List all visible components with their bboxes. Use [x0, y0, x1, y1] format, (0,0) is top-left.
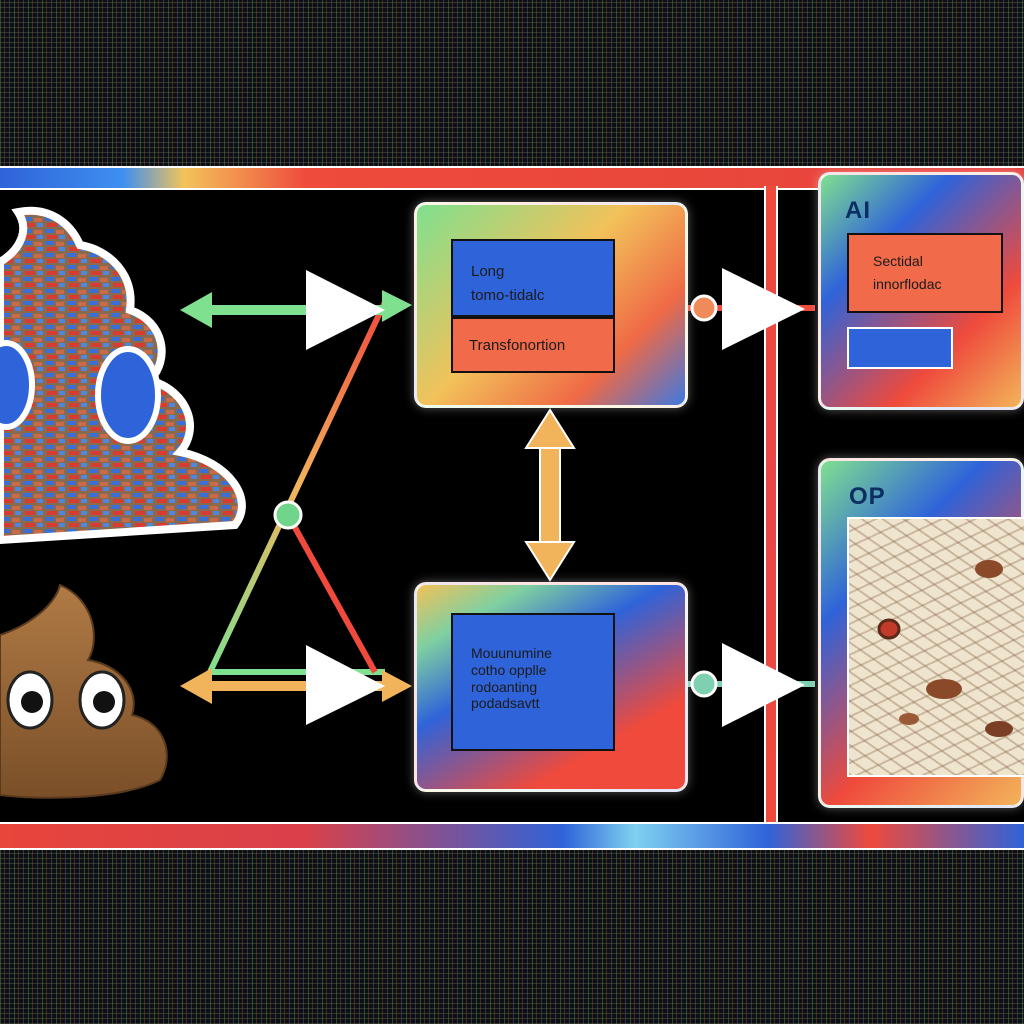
ai-panel-heading: AI — [845, 197, 871, 224]
bottom-process-box: Mouunumine cotho opplle rodoanting podad… — [414, 582, 688, 792]
top-box-line-1: Long — [471, 263, 505, 280]
frame-divider — [764, 186, 778, 822]
top-transformation-box: Long tomo-tidalc Transfonortion — [414, 202, 688, 408]
bottom-box-line-3: rodoanting — [471, 678, 538, 695]
top-glitch-band — [0, 0, 1024, 168]
top-box-lower-label: Transfonortion — [451, 317, 615, 373]
bottom-box-line-4: podadsavtt — [471, 695, 540, 712]
bottom-double-arrow — [180, 645, 412, 725]
ai-panel-label: Sectidal innorflodac — [847, 233, 1003, 313]
vertical-double-arrow — [524, 408, 576, 582]
poop-emoji-icon — [0, 583, 168, 799]
arrow-to-op-panel — [688, 643, 815, 727]
arrow-to-ai-panel — [688, 268, 815, 350]
top-box-upper-label: Long tomo-tidalc — [451, 239, 615, 317]
cross-connector — [207, 300, 388, 675]
mosaic-poop-icon — [0, 206, 246, 545]
bottom-glitch-band — [0, 848, 1024, 1024]
frame-bottom-stripe — [0, 822, 1024, 850]
ai-panel-blue-bar — [847, 327, 953, 369]
bottom-box-label: Mouunumine cotho opplle rodoanting podad… — [451, 613, 615, 751]
op-panel-heading: OP — [849, 483, 886, 510]
top-double-arrow — [180, 270, 412, 350]
op-texture-marks — [877, 560, 1013, 737]
bottom-box-line-2: cotho opplle — [471, 661, 547, 678]
ai-panel-line-2: innorflodac — [873, 275, 942, 292]
ai-panel-line-1: Sectidal — [873, 253, 923, 269]
ai-panel: AI Sectidal innorflodac — [818, 172, 1024, 410]
top-box-line-2: tomo-tidalc — [471, 287, 545, 304]
bottom-box-line-1: Mouunumine — [471, 645, 552, 661]
op-panel-texture-image — [847, 517, 1024, 777]
op-panel: OP — [818, 458, 1024, 808]
top-box-transformation-text: Transfonortion — [469, 337, 566, 354]
